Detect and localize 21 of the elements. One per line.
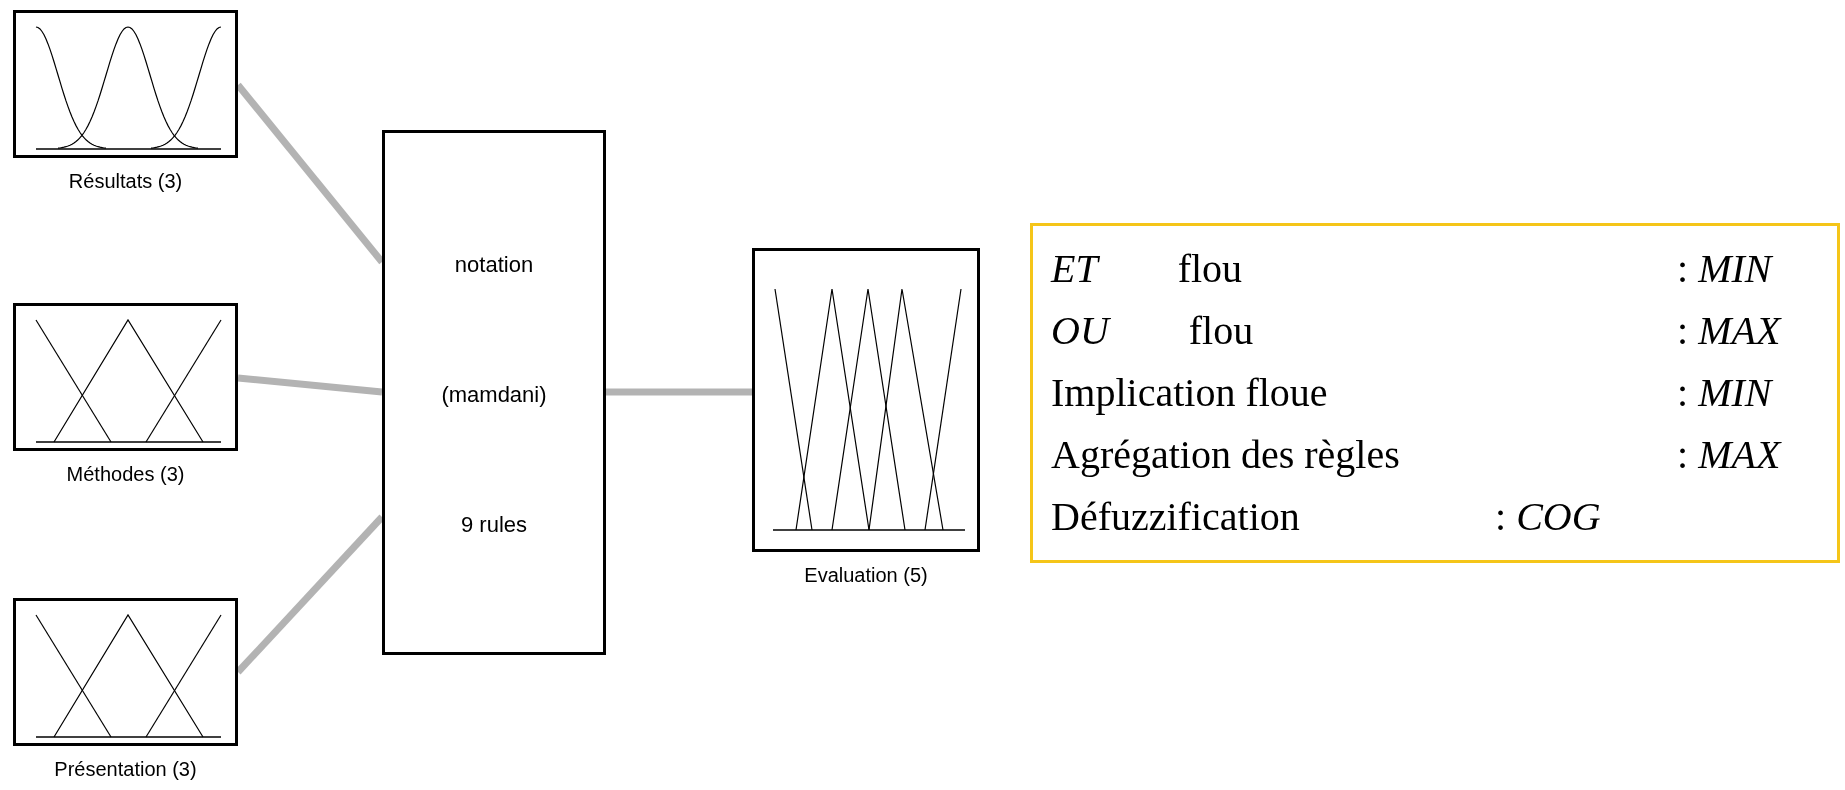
block-text: 9 rules bbox=[460, 511, 527, 539]
setting-name: Défuzzification bbox=[1051, 493, 1300, 541]
setting-value: : MIN bbox=[1677, 245, 1772, 293]
variable-label: Résultats (3) bbox=[68, 169, 183, 194]
setting-value: : MIN bbox=[1677, 369, 1772, 417]
rule-block bbox=[382, 130, 606, 655]
variable-label: Evaluation (5) bbox=[804, 563, 928, 588]
connector-line bbox=[237, 374, 383, 396]
block-text: notation bbox=[454, 251, 534, 279]
setting-value: : MAX bbox=[1677, 431, 1781, 479]
setting-name: ET flou bbox=[1051, 245, 1243, 293]
variable-label: Présentation (3) bbox=[54, 757, 197, 782]
setting-name: Agrégation des règles bbox=[1051, 431, 1400, 479]
variable-label: Méthodes (3) bbox=[66, 462, 185, 487]
connector-line bbox=[606, 388, 752, 396]
setting-value: : COG bbox=[1495, 493, 1601, 541]
setting-name: OU flou bbox=[1051, 307, 1254, 355]
setting-name: Implication floue bbox=[1051, 369, 1328, 417]
setting-value: : MAX bbox=[1677, 307, 1781, 355]
settings-panel bbox=[1030, 223, 1840, 563]
block-text: (mamdani) bbox=[441, 381, 547, 409]
